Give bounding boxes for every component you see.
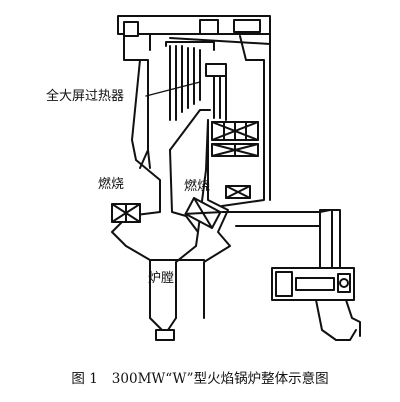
figure-caption: 图 1 300MW“W”型火焰锅炉整体示意图 xyxy=(0,371,400,387)
burner-left-label: 燃烧 xyxy=(98,177,125,192)
furnace-label: 炉膛 xyxy=(148,271,175,286)
caption-title: 300MW“W”型火焰锅炉整体示意图 xyxy=(111,371,329,387)
flue-duct xyxy=(221,209,341,269)
superheater-tubes xyxy=(165,37,271,121)
caption-number: 图 1 xyxy=(71,371,98,387)
top-header xyxy=(117,15,271,51)
convection-pass xyxy=(211,121,259,199)
furnace-hopper xyxy=(149,259,205,341)
burner-right-label: 燃烧 xyxy=(184,179,211,194)
superheater-leader-line xyxy=(145,81,201,97)
burners xyxy=(111,197,222,229)
superheater-label: 全大屏过热器 xyxy=(46,89,125,104)
air-preheater xyxy=(271,267,361,341)
furnace-walls xyxy=(111,33,271,319)
